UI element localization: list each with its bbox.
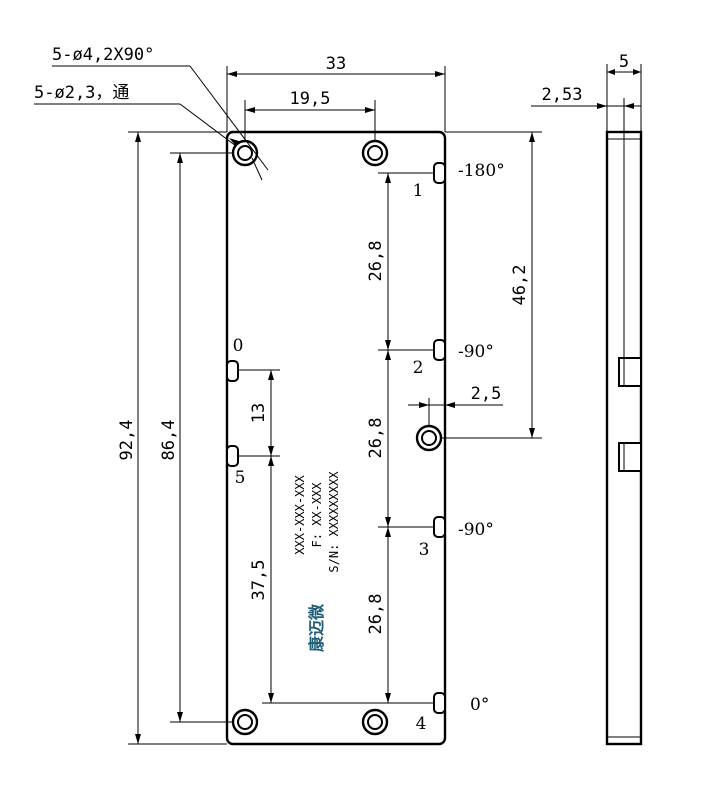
svg-text:26,8: 26,8 [366, 241, 386, 282]
dimension-holes-86-4: 86,4 [159, 152, 233, 723]
side-connector-lower [618, 442, 642, 472]
angle-label-port-1: -180° [458, 161, 505, 181]
angle-label-port-3: -90° [458, 520, 494, 540]
label-frequency: F: XX-XXX [310, 482, 324, 548]
dimension-width-33: 33 [226, 54, 446, 132]
svg-text:5-ø2,3，通: 5-ø2,3，通 [34, 83, 129, 103]
svg-text:19,5: 19,5 [290, 89, 331, 109]
dimension-port-pitch: 26,8 26,8 26,8 [366, 172, 434, 703]
port-notch-4 [433, 692, 446, 714]
dimension-13: 13 [238, 369, 280, 457]
svg-text:26,8: 26,8 [366, 594, 386, 635]
svg-text:2,5: 2,5 [471, 384, 502, 404]
port-notch-1 [433, 162, 446, 184]
port-notch-0 [226, 360, 239, 382]
angle-label-port-4: 0° [470, 695, 489, 715]
label-serial: S/N: XXXXXXXXX [327, 471, 341, 573]
dimension-46-2: 46,2 [441, 131, 542, 439]
port-notch-3 [433, 516, 446, 538]
mounting-hole-top-right [361, 139, 389, 167]
dimension-37-5: 37,5 [249, 456, 434, 704]
port-label-4: 4 [416, 714, 427, 734]
svg-text:2,53: 2,53 [542, 85, 583, 105]
dimension-side-2-53: 2,53 [531, 85, 641, 139]
svg-text:13: 13 [249, 403, 269, 423]
mounting-hole-middle-right [415, 424, 443, 452]
port-label-2: 2 [413, 358, 424, 378]
housing-outline [225, 130, 447, 746]
svg-text:92,4: 92,4 [117, 420, 137, 461]
svg-text:5: 5 [619, 52, 629, 72]
port-label-1: 1 [413, 181, 424, 201]
svg-text:5-ø4,2X90°: 5-ø4,2X90° [52, 45, 154, 65]
port-notch-2 [433, 339, 446, 361]
svg-text:33: 33 [326, 54, 346, 74]
mounting-hole-bottom-left [231, 708, 259, 736]
brand-logo: 康迈微 [307, 603, 326, 652]
dimension-side-5: 5 [606, 52, 642, 132]
callout-countersink: 5-ø4,2X90° [52, 45, 269, 171]
callout-through-hole: 5-ø2,3，通 [34, 83, 263, 181]
svg-text:46,2: 46,2 [510, 265, 530, 306]
port-notch-5 [226, 445, 239, 467]
port-label-5: 5 [235, 468, 246, 488]
angle-label-port-2: -90° [458, 342, 494, 362]
label-part-number: XXX-XXX-XXX [293, 474, 307, 554]
svg-text:86,4: 86,4 [159, 420, 179, 461]
product-label: XXX-XXX-XXX F: XX-XXX S/N: XXXXXXXXX 康迈微 [293, 471, 341, 652]
port-label-3: 3 [419, 540, 430, 560]
port-label-0: 0 [233, 336, 244, 356]
svg-text:26,8: 26,8 [366, 418, 386, 459]
side-connector-upper [618, 357, 642, 387]
dimension-2-5: 2,5 [408, 384, 503, 438]
svg-text:37,5: 37,5 [249, 560, 269, 601]
dimension-spacing-19-5: 19,5 [244, 89, 376, 140]
mounting-hole-bottom-right [361, 708, 389, 736]
dimension-total-92-4: 92,4 [117, 131, 227, 745]
